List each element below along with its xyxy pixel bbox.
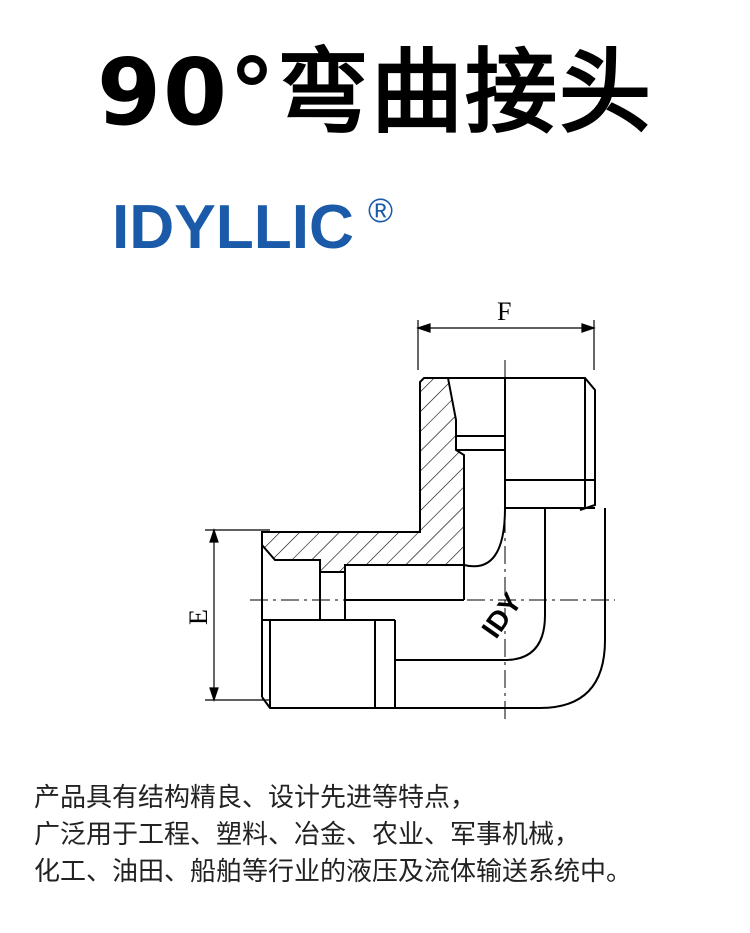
center-lines [250,360,615,720]
page-title: 90°弯曲接头 [96,39,654,146]
dimension-e [205,528,270,702]
watermark-text: IDY [476,587,528,643]
description-line: 广泛用于工程、塑料、冶金、农业、军事机械， [34,820,581,850]
brand-logo: IDYLLIC ® [112,192,393,260]
description-line: 产品具有结构精良、设计先进等特点， [34,783,477,813]
logo-text: IDYLLIC [112,193,354,260]
registered-mark: ® [368,192,393,230]
elbow-fitting-drawing: F E [184,297,615,720]
lower-port [261,545,465,709]
description-line: 化工、油田、船舶等行业的液压及流体输送系统中。 [34,857,633,887]
product-description: 产品具有结构精良、设计先进等特点， 广泛用于工程、塑料、冶金、农业、军事机械， … [34,780,734,891]
dimension-e-label: E [184,609,213,625]
dimension-f [416,320,596,370]
section-hatching [261,377,465,573]
dimension-f-label: F [497,297,511,326]
